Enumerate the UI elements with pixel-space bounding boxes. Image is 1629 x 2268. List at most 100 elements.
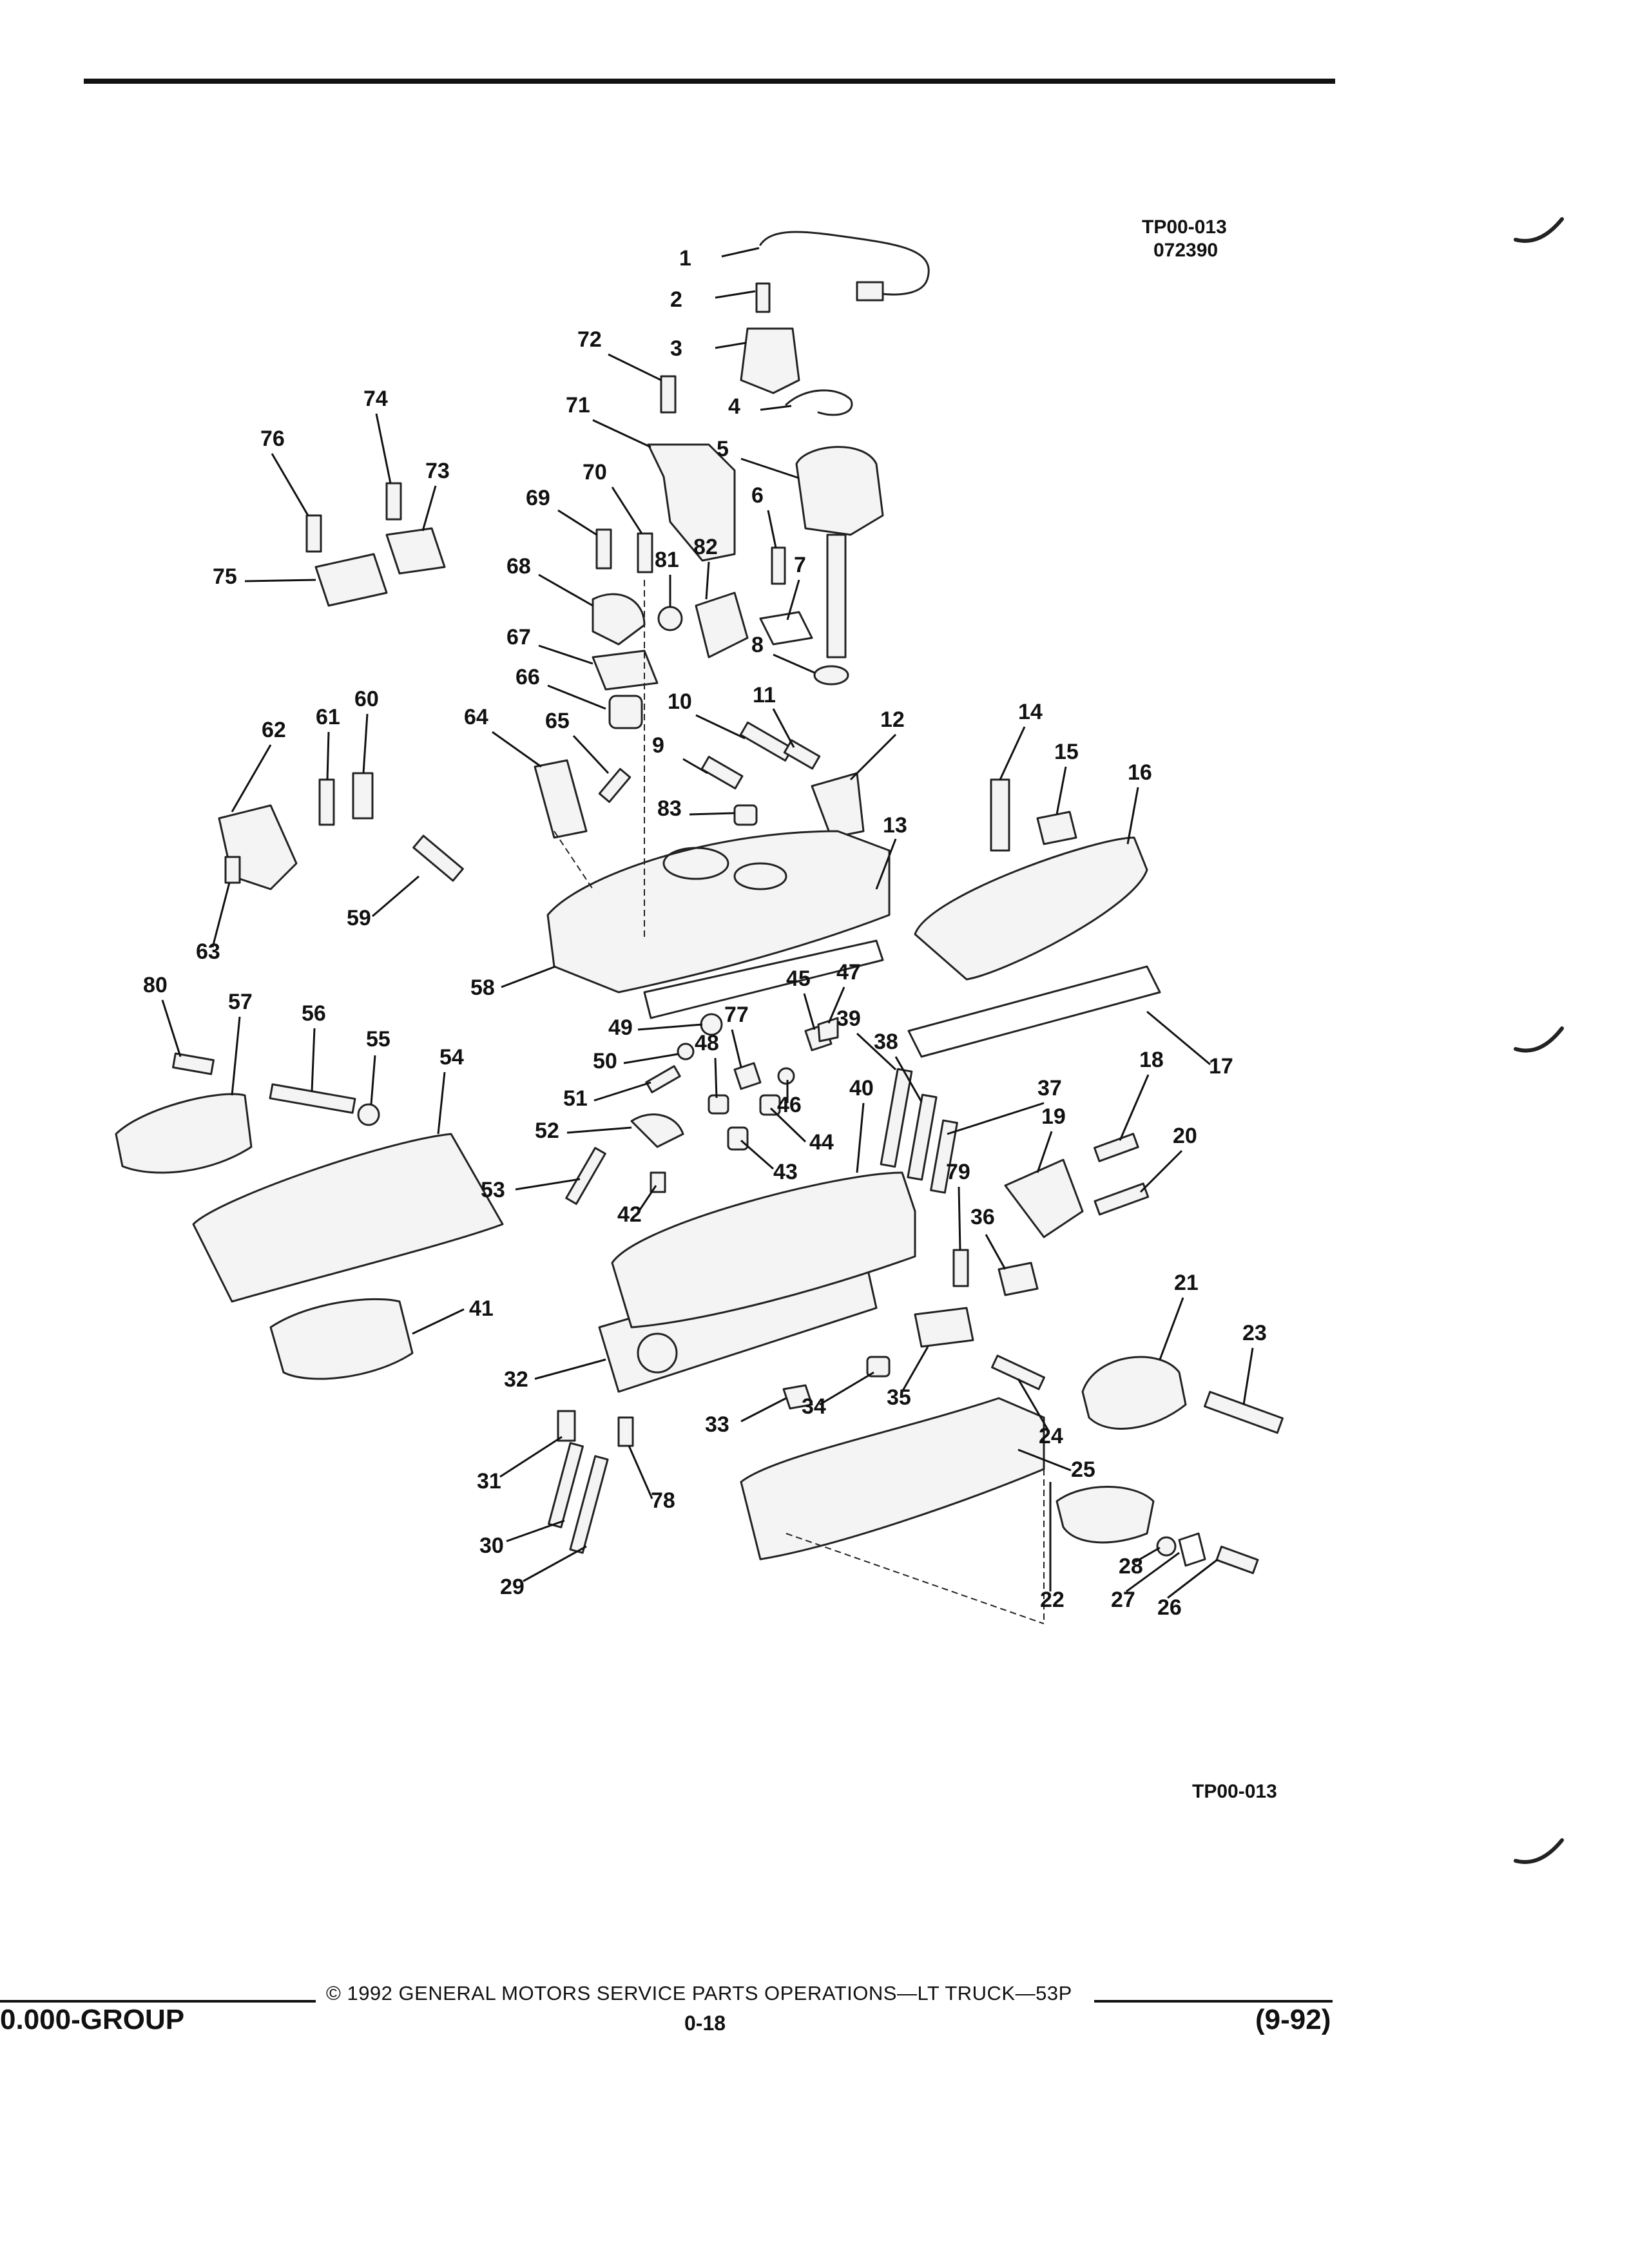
callout-71: 71 [566,393,590,418]
leader-line-35 [901,1346,929,1392]
coil-shape [740,327,800,394]
bolt-38-shape [907,1093,938,1181]
leader-line-42 [637,1185,657,1213]
leader-line-10 [695,714,746,740]
sensor-61-shape [318,778,335,826]
leader-line-51 [593,1081,651,1102]
cylinder-head-shape [611,1171,916,1329]
leader-line-53 [515,1178,581,1191]
callout-17: 17 [1209,1054,1233,1079]
callout-80: 80 [143,973,168,997]
part-shapes [115,231,1284,1575]
leader-line-59 [372,875,419,918]
leader-line-83 [689,812,735,816]
callout-23: 23 [1242,1321,1267,1345]
distributor-cap-shape [795,446,884,536]
callout-62: 62 [262,718,286,742]
intake-manifold-shape [546,830,891,994]
connector-4-shape [785,389,853,416]
leader-line-37 [947,1102,1045,1135]
callout-54: 54 [439,1045,464,1070]
callout-7: 7 [794,553,806,577]
callout-42: 42 [617,1202,642,1227]
bolt-69-shape [595,528,612,570]
housing-68-shape [592,593,646,646]
leader-line-67 [538,644,593,665]
sensor-60-shape [352,772,374,820]
callout-44: 44 [809,1130,834,1155]
bolt-76-shape [305,514,322,553]
callout-16: 16 [1128,760,1152,785]
footer-rule-left [0,2000,316,2003]
washer-55-shape [357,1103,380,1126]
leader-line-34 [819,1371,874,1406]
leader-line-39 [856,1032,897,1071]
callout-15: 15 [1054,740,1079,764]
shield-41-shape [269,1298,414,1380]
callout-9: 9 [652,733,664,758]
leader-line-7 [786,579,800,620]
leader-line-19 [1036,1131,1053,1173]
bolt-56-shape [269,1083,356,1114]
clip-33-shape [782,1384,813,1410]
distributor-shaft-shape [826,533,847,658]
clip-77-shape [733,1062,762,1090]
callout-28: 28 [1119,1554,1143,1579]
callout-49: 49 [608,1015,633,1040]
nut-46-shape [777,1067,795,1085]
bracket-71-shape [647,443,736,562]
nut-50-shape [677,1043,695,1061]
callout-36: 36 [970,1205,995,1229]
bolt-20-shape [1094,1182,1150,1216]
washer-28-shape [1156,1536,1177,1557]
leader-line-47 [827,986,845,1024]
callout-35: 35 [887,1385,911,1410]
callout-63: 63 [196,939,220,964]
callout-8: 8 [751,633,764,657]
module-75-shape [314,553,388,607]
leader-line-62 [231,744,272,812]
footer-copyright: © 1992 GENERAL MOTORS SERVICE PARTS OPER… [326,1982,1072,2004]
leader-line-70 [611,486,643,534]
leader-line-80 [161,999,182,1057]
leader-line-68 [538,573,593,607]
callout-41: 41 [469,1296,494,1321]
harness-connector [856,281,884,302]
spring-43-shape [727,1126,749,1151]
leader-line-69 [557,509,597,536]
footer-group-label: 0.000-GROUP [0,2004,185,2035]
callout-4: 4 [728,394,740,419]
leader-line-17 [1146,1010,1211,1066]
leader-line-31 [499,1436,563,1478]
leader-line-50 [623,1053,679,1064]
figure-code: TP00-013 [1142,216,1227,238]
sensor-11-shape [783,739,821,770]
bolt-2-shape [755,282,771,313]
guide-lines [554,580,1045,1624]
bolt-63-shape [224,856,241,884]
bolt-14-shape [990,778,1010,852]
sensor-9-shape [700,756,744,790]
guide-line-3 [786,1533,1045,1624]
footer-rule-right [1094,2000,1333,2003]
callout-83: 83 [657,796,682,821]
callout-64: 64 [464,705,488,729]
manifold-port-2 [733,862,787,890]
binding-mark-1 [1514,217,1564,243]
leader-line-16 [1126,787,1139,845]
manifold-port-1 [662,847,729,880]
leader-line-58 [501,965,556,988]
guide-line-2 [554,831,593,890]
leader-line-24 [1017,1378,1050,1432]
callout-73: 73 [425,459,450,483]
leader-line-26 [1167,1558,1219,1599]
callout-11: 11 [753,683,776,707]
leader-line-73 [421,485,437,532]
nut-81-shape [657,606,683,631]
leader-line-72 [608,353,662,381]
footer-revision: (9-92) [1255,2004,1331,2035]
leader-line-45 [803,993,816,1030]
callout-22: 22 [1040,1588,1065,1612]
callout-82: 82 [693,535,718,559]
bolt-65-shape [598,767,631,803]
